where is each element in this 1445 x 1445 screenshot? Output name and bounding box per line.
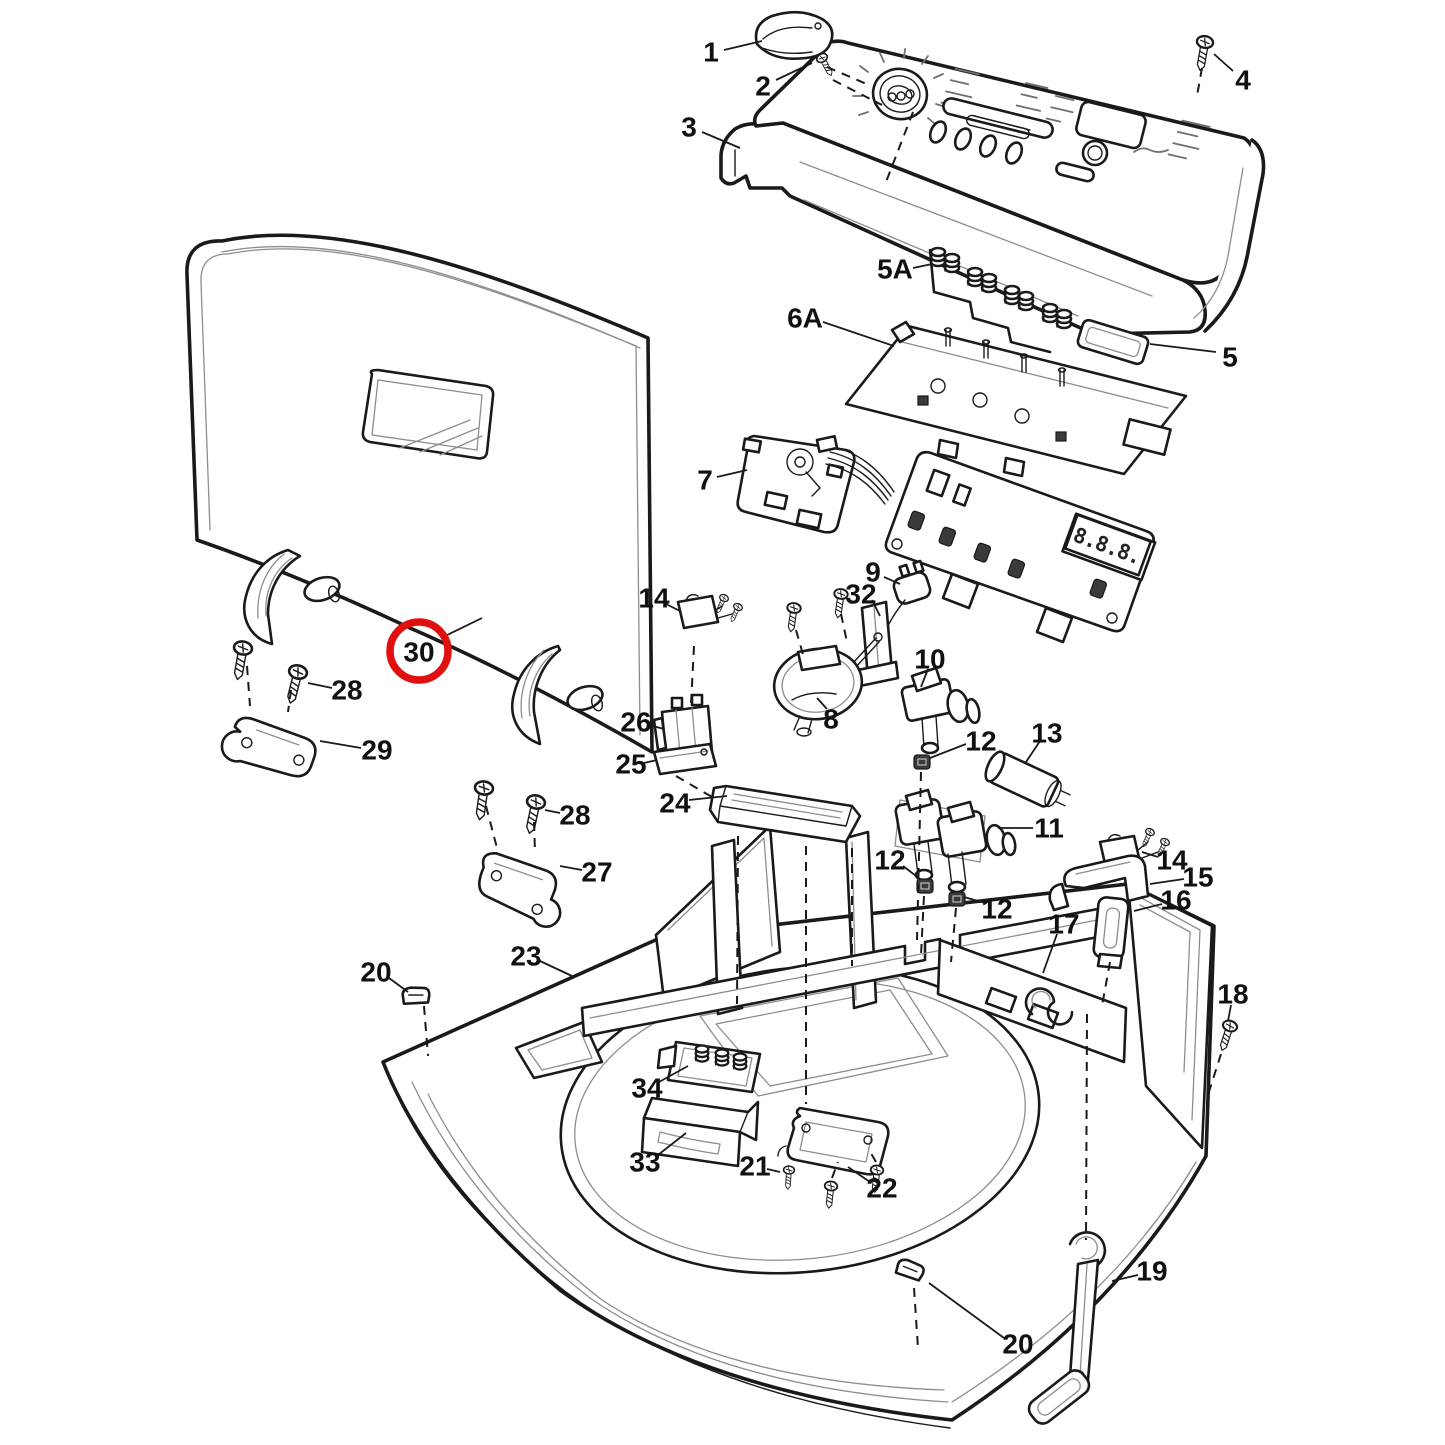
part-plate-25: [652, 742, 718, 776]
part-bracket-16: [1092, 896, 1130, 970]
callout-20-left: 20: [360, 957, 391, 988]
part-knob: [754, 10, 834, 60]
callout-16: 16: [1160, 885, 1191, 916]
part-lid-switch-left-14: [676, 592, 745, 630]
part-console: [719, 39, 1266, 337]
callout-12-a: 12: [965, 726, 996, 757]
callout-5: 5: [1222, 342, 1238, 373]
part-nut-12c: [948, 891, 966, 907]
alignment-dashed-lines: [246, 66, 1222, 1349]
console-microtext-right: [1167, 119, 1211, 160]
callout-24: 24: [659, 788, 691, 819]
part-hose-clip-17: [1024, 987, 1074, 1026]
part-ground-strap-19: [1027, 1231, 1107, 1425]
callout-4: 4: [1235, 65, 1251, 96]
callout-28-top: 28: [331, 675, 362, 706]
part-nut-12a: [913, 754, 931, 770]
part-clip-20-left: [400, 983, 432, 1008]
highlight-circle-part-30: [386, 618, 452, 684]
console-display-window: [1075, 100, 1147, 150]
part-plug-9: [881, 559, 932, 641]
part-double-valve-11: [894, 788, 1017, 894]
part-screw-4: [1190, 33, 1216, 73]
console-buttons: [928, 120, 1024, 165]
callout-25: 25: [615, 749, 646, 780]
callout-19: 19: [1136, 1256, 1167, 1287]
callout-12-b: 12: [874, 845, 905, 876]
callout-11: 11: [1034, 813, 1064, 844]
part-spring-contacts-5A: [928, 246, 1073, 354]
part-hinge-bracket-27: [478, 852, 562, 928]
callout-26: 26: [620, 707, 651, 738]
callout-14-right: 14: [1156, 845, 1188, 876]
callout-6A: 6A: [787, 303, 823, 334]
screws-above-pressure-switch: [783, 587, 850, 634]
callout-33: 33: [629, 1147, 660, 1178]
console-start-button: [1055, 139, 1109, 183]
screw-28-top-pair: [227, 638, 310, 707]
callout-7: 7: [697, 465, 713, 496]
callout-3: 3: [681, 112, 697, 143]
callout-12-c: 12: [981, 894, 1012, 925]
callout-2: 2: [755, 71, 771, 102]
callout-21: 21: [739, 1151, 770, 1182]
callout-8: 8: [823, 704, 839, 735]
callout-29: 29: [361, 735, 392, 766]
part-dispenser-insert-34: [656, 1040, 762, 1094]
callout-30-highlighted: 30: [403, 637, 434, 668]
part-rail-24: [708, 784, 862, 844]
console-dial-icon: [852, 48, 946, 125]
part-lid: [185, 233, 654, 754]
callout-23: 23: [510, 941, 541, 972]
part-pressure-switch-8: [772, 644, 864, 737]
part-display-lens-5: [1076, 318, 1150, 366]
callout-32: 32: [845, 579, 876, 610]
callout-18: 18: [1217, 979, 1248, 1010]
callout-15: 15: [1182, 862, 1213, 893]
callout-5A: 5A: [877, 254, 913, 285]
part-valve-10: [900, 666, 981, 755]
part-hinge-bracket-29: [220, 716, 317, 778]
part-lid-lock-22: [777, 1106, 890, 1210]
callout-28-bottom: 28: [559, 800, 590, 831]
callout-20-right: 20: [1002, 1329, 1033, 1360]
part-bracket-32: [851, 600, 900, 688]
callout-9: 9: [865, 557, 881, 588]
callout-34: 34: [631, 1073, 663, 1104]
part-bracket-15: [1048, 854, 1150, 912]
console-logo-squiggle: [1133, 147, 1169, 153]
callout-17: 17: [1048, 909, 1079, 940]
part-capacitor-13: [984, 750, 1071, 808]
callout-22: 22: [866, 1173, 897, 1204]
callout-27: 27: [581, 857, 612, 888]
part-nut-12b: [916, 878, 934, 894]
callout-1: 1: [703, 37, 719, 68]
console-selector-bar: [942, 97, 1054, 140]
part-screw-18: [1214, 1017, 1240, 1054]
callout-13: 13: [1031, 718, 1062, 749]
part-control-board-6A: [844, 320, 1188, 478]
part-switch-board-7: [736, 434, 895, 534]
console-microtext-left: [940, 68, 980, 108]
callout-10: 10: [914, 644, 945, 675]
part-display-board-6: 8.8.8.: [884, 450, 1157, 644]
callout-14-left: 14: [638, 583, 670, 614]
callout-leader-lines: [307, 40, 1234, 1339]
